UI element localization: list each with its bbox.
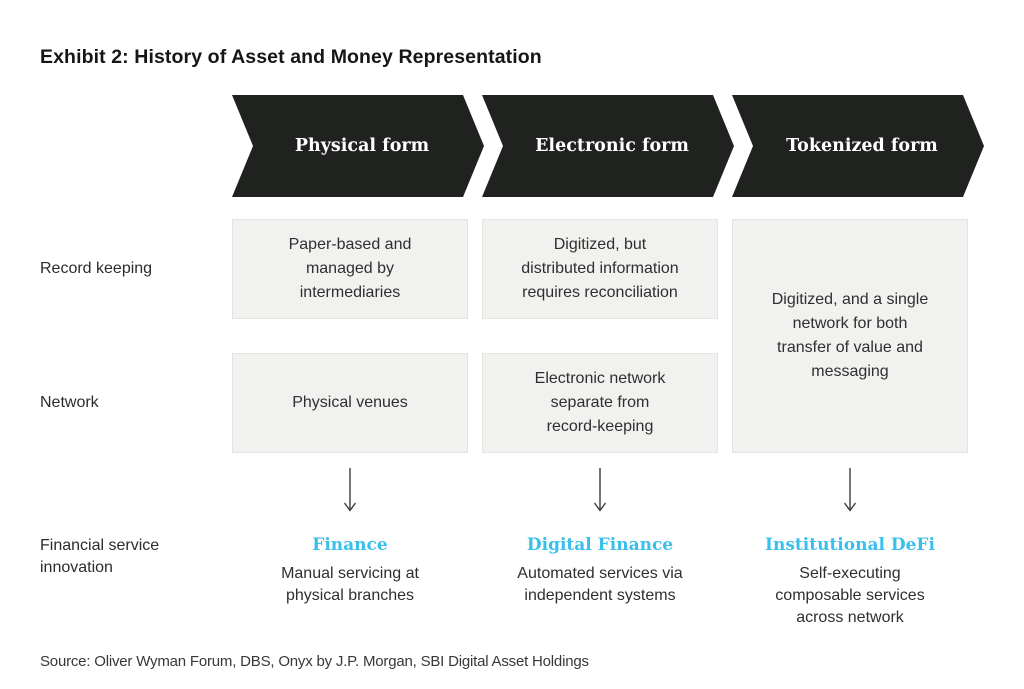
row-label-innovation: Financial service innovation bbox=[40, 537, 160, 576]
exhibit-page: Exhibit 2: History of Asset and Money Re… bbox=[40, 46, 1024, 629]
row-label-network: Network bbox=[40, 394, 99, 411]
innovation-finance: Finance Manual servicing at physical bra… bbox=[232, 515, 468, 629]
network-physical: Physical venues bbox=[232, 353, 468, 453]
record-keeping-physical: Paper-based and managed by intermediarie… bbox=[232, 219, 468, 319]
chevron-label: Physical form bbox=[294, 136, 430, 156]
innovation-description: Automated services via independent syste… bbox=[517, 565, 683, 604]
innovation-title: Digital Finance bbox=[526, 535, 674, 555]
network-electronic: Electronic network separate from record-… bbox=[482, 353, 718, 453]
chevron-electronic-form: Electronic form bbox=[482, 95, 734, 197]
innovation-description: Self-executing composable services acros… bbox=[775, 565, 925, 626]
innovation-title: Institutional DeFi bbox=[765, 535, 935, 555]
down-arrow-icon bbox=[343, 468, 357, 512]
chevron-label: Electronic form bbox=[535, 136, 689, 156]
page-title: Exhibit 2: History of Asset and Money Re… bbox=[40, 46, 542, 68]
down-arrow-electronic bbox=[482, 453, 718, 515]
down-arrow-icon bbox=[843, 468, 857, 512]
innovation-institutional-defi: Institutional DeFi Self-executing compos… bbox=[732, 515, 968, 629]
chevron-physical-form: Physical form bbox=[232, 95, 484, 197]
down-arrow-icon bbox=[593, 468, 607, 512]
chevron-label: Tokenized form bbox=[786, 136, 938, 156]
history-diagram: Physical form Electronic form Tokenized … bbox=[40, 95, 968, 629]
chevron-tokenized-form: Tokenized form bbox=[732, 95, 984, 197]
down-arrow-tokenized bbox=[732, 453, 968, 515]
innovation-digital-finance: Digital Finance Automated services via i… bbox=[482, 515, 718, 629]
record-keeping-electronic: Digitized, but distributed information r… bbox=[482, 219, 718, 319]
innovation-title: Finance bbox=[312, 535, 388, 555]
record-keeping-network-tokenized: Digitized, and a single network for both… bbox=[732, 219, 968, 453]
innovation-description: Manual servicing at physical branches bbox=[281, 565, 419, 604]
source-attribution: Source: Oliver Wyman Forum, DBS, Onyx by… bbox=[40, 653, 589, 670]
down-arrow-physical bbox=[232, 453, 468, 515]
row-label-record-keeping: Record keeping bbox=[40, 260, 153, 277]
